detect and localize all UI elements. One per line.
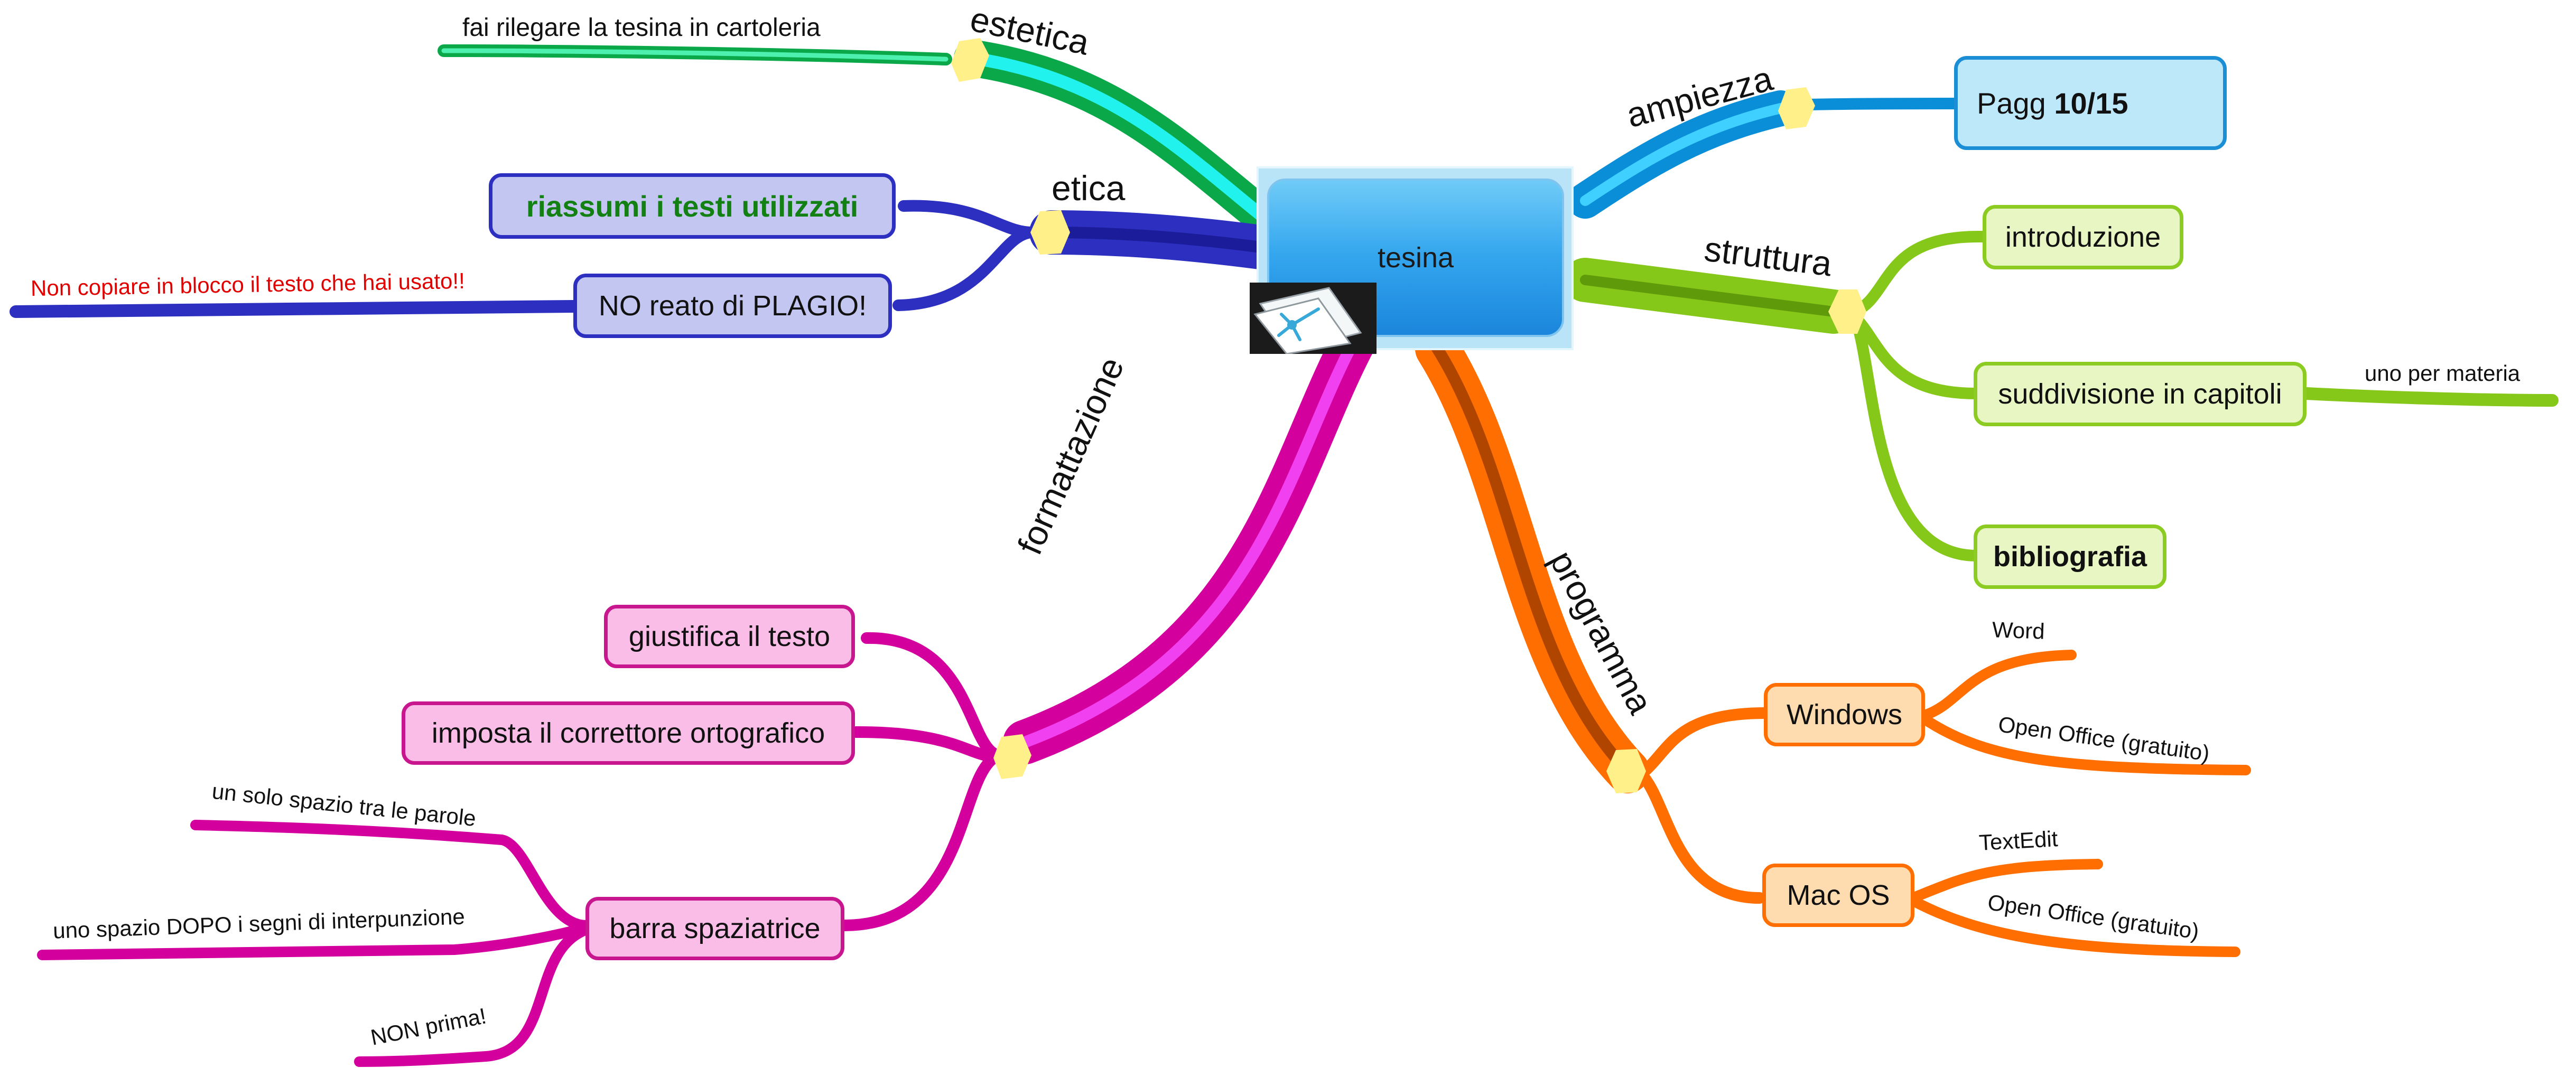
struttura-link-introduzione [1849,230,1987,317]
formattazione-link-barra [840,750,1005,931]
node-correttore[interactable]: imposta il correttore ortografico [402,701,855,765]
formattazione-link-giustifica [861,632,1005,761]
branch-tip-estetica [951,38,989,82]
node-pagine-prefix: Pagg [1977,86,2054,120]
branch-tip-etica [1030,210,1070,255]
node-barra-label: barra spaziatrice [609,913,821,944]
node-macos-label: Mac OS [1787,879,1890,911]
barra-note-line-2 [37,922,592,960]
node-bibliografia-label: bibliografia [1993,541,2147,573]
windows-note-word [1918,650,2077,721]
node-windows-label: Windows [1786,699,1903,730]
node-bibliografia[interactable]: bibliografia [1974,524,2166,589]
windows-note-word-label[interactable]: Word [1992,617,2045,644]
node-introduzione-label: introduzione [2005,221,2161,253]
node-giustifica-label: giustifica il testo [628,621,831,652]
estetica-note-line-core [441,48,948,62]
etica-link-riassumi [898,200,1039,238]
barra-note-line-3 [354,924,592,1067]
struttura-note-line [2300,387,2559,407]
node-capitoli[interactable]: suddivisione in capitoli [1974,362,2307,426]
struttura-link-bibliografia [1849,311,1982,561]
node-windows[interactable]: Windows [1764,683,1925,746]
branch-tip-ampiezza [1778,87,1815,129]
node-capitoli-label: suddivisione in capitoli [1998,378,2282,410]
node-plagio[interactable]: NO reato di PLAGIO! [573,274,892,338]
branch-ampiezza-core [1580,103,1786,206]
node-plagio-label: NO reato di PLAGIO! [598,290,867,322]
etica-link-plagio [892,227,1039,311]
branch-tip-formattazione [993,734,1031,779]
macos-note-textedit-label[interactable]: TextEdit [1978,826,2059,855]
branch-tip-programma [1606,749,1646,793]
branch-struttura-core [1580,275,1839,317]
node-macos[interactable]: Mac OS [1762,864,1914,927]
programma-link-macos [1638,771,1765,904]
struttura-note[interactable]: uno per materia [2365,361,2521,386]
node-riassumi[interactable]: riassumi i testi utilizzati [489,173,896,239]
windows-note-openoffice [1918,713,2251,775]
ampiezza-link [1801,98,1961,110]
branch-formattazione-core [1019,338,1359,748]
branch-programma-core [1431,343,1633,777]
branch-label-etica[interactable]: etica [1052,168,1126,208]
etica-note-line [10,300,580,318]
branch-etica-core [1046,227,1274,254]
macos-note-openoffice [1908,895,2240,957]
branch-tip-struttura [1828,289,1866,334]
branch-estetica-core [966,52,1275,227]
node-correttore-label: imposta il correttore ortografico [431,717,825,749]
estetica-note[interactable]: fai rilegare la tesina in cartoleria [462,14,821,42]
node-barra[interactable]: barra spaziatrice [585,897,844,960]
mindmap-document-icon [1250,283,1377,354]
programma-link-windows [1638,707,1771,778]
barra-note-line-1 [190,820,592,931]
node-pagine[interactable]: Pagg 10/15 [1954,56,2227,150]
node-giustifica[interactable]: giustifica il testo [604,605,855,668]
node-riassumi-label: riassumi i testi utilizzati [526,189,859,223]
node-pagine-value: 10/15 [2054,86,2128,120]
node-introduzione[interactable]: introduzione [1983,205,2183,269]
macos-note-textedit [1908,859,2103,903]
central-topic-label: tesina [1377,242,1454,274]
